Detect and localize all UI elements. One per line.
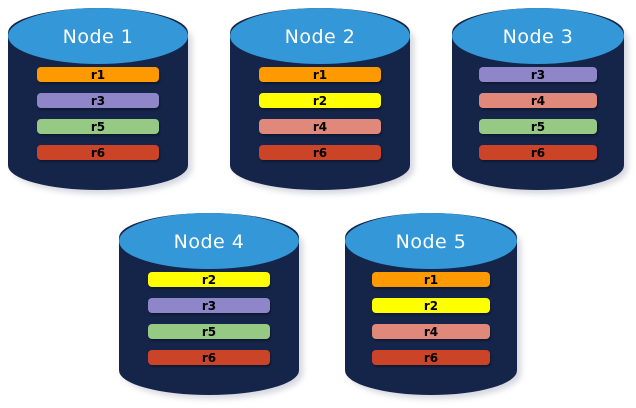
replica-label: r6 — [530, 145, 546, 160]
replica-bar[interactable]: r6 — [479, 145, 597, 160]
replica-label: r6 — [201, 350, 217, 365]
cylinder-top-ellipse: Node 4 — [119, 213, 299, 269]
replica-label: r1 — [423, 272, 439, 287]
node-title: Node 3 — [502, 25, 574, 48]
replica-label: r3 — [90, 93, 106, 108]
database-node-4[interactable]: Node 4 r2 r3 r5 r6 — [119, 213, 303, 399]
replica-bar[interactable]: r2 — [372, 298, 490, 313]
replica-list: r1 r2 r4 r6 — [230, 67, 410, 160]
replica-bar[interactable]: r4 — [259, 119, 381, 134]
replica-bar[interactable]: r3 — [479, 67, 597, 82]
replica-bar[interactable]: r1 — [372, 272, 490, 287]
replica-bar[interactable]: r5 — [37, 119, 159, 134]
replica-label: r6 — [423, 350, 439, 365]
database-node-1[interactable]: Node 1 r1 r3 r5 r6 — [8, 8, 192, 194]
cylinder-top-ellipse: Node 5 — [345, 213, 517, 269]
cylinder-top-ellipse: Node 1 — [8, 8, 188, 64]
cylinder-top-ellipse: Node 2 — [230, 8, 410, 64]
replica-list: r3 r4 r5 r6 — [452, 67, 624, 160]
replica-list: r1 r3 r5 r6 — [8, 67, 188, 160]
node-title: Node 5 — [395, 230, 467, 253]
replica-label: r6 — [90, 145, 106, 160]
node-title: Node 2 — [284, 25, 356, 48]
replica-bar[interactable]: r1 — [259, 67, 381, 82]
replica-label: r3 — [530, 67, 546, 82]
replica-label: r5 — [530, 119, 546, 134]
replica-bar[interactable]: r2 — [148, 272, 270, 287]
replica-label: r1 — [312, 67, 328, 82]
database-node-2[interactable]: Node 2 r1 r2 r4 r6 — [230, 8, 414, 194]
replica-bar[interactable]: r3 — [37, 93, 159, 108]
replica-label: r6 — [312, 145, 328, 160]
replica-bar[interactable]: r6 — [148, 350, 270, 365]
replica-label: r5 — [201, 324, 217, 339]
database-node-3[interactable]: Node 3 r3 r4 r5 r6 — [452, 8, 628, 194]
replica-bar[interactable]: r5 — [148, 324, 270, 339]
replica-label: r4 — [530, 93, 546, 108]
database-node-5[interactable]: Node 5 r1 r2 r4 r6 — [345, 213, 521, 399]
replica-label: r4 — [423, 324, 439, 339]
replica-label: r2 — [312, 93, 328, 108]
replica-label: r5 — [90, 119, 106, 134]
node-title: Node 4 — [173, 230, 245, 253]
replica-list: r1 r2 r4 r6 — [345, 272, 517, 365]
replica-label: r4 — [312, 119, 328, 134]
replica-bar[interactable]: r6 — [37, 145, 159, 160]
replica-bar[interactable]: r2 — [259, 93, 381, 108]
replica-bar[interactable]: r4 — [372, 324, 490, 339]
replica-bar[interactable]: r4 — [479, 93, 597, 108]
replica-bar[interactable]: r5 — [479, 119, 597, 134]
replica-label: r1 — [90, 67, 106, 82]
replica-label: r3 — [201, 298, 217, 313]
replica-bar[interactable]: r6 — [372, 350, 490, 365]
replica-bar[interactable]: r1 — [37, 67, 159, 82]
replica-bar[interactable]: r3 — [148, 298, 270, 313]
replica-label: r2 — [423, 298, 439, 313]
cylinder-top-ellipse: Node 3 — [452, 8, 624, 64]
replica-list: r2 r3 r5 r6 — [119, 272, 299, 365]
replica-bar[interactable]: r6 — [259, 145, 381, 160]
replica-label: r2 — [201, 272, 217, 287]
node-title: Node 1 — [62, 25, 134, 48]
